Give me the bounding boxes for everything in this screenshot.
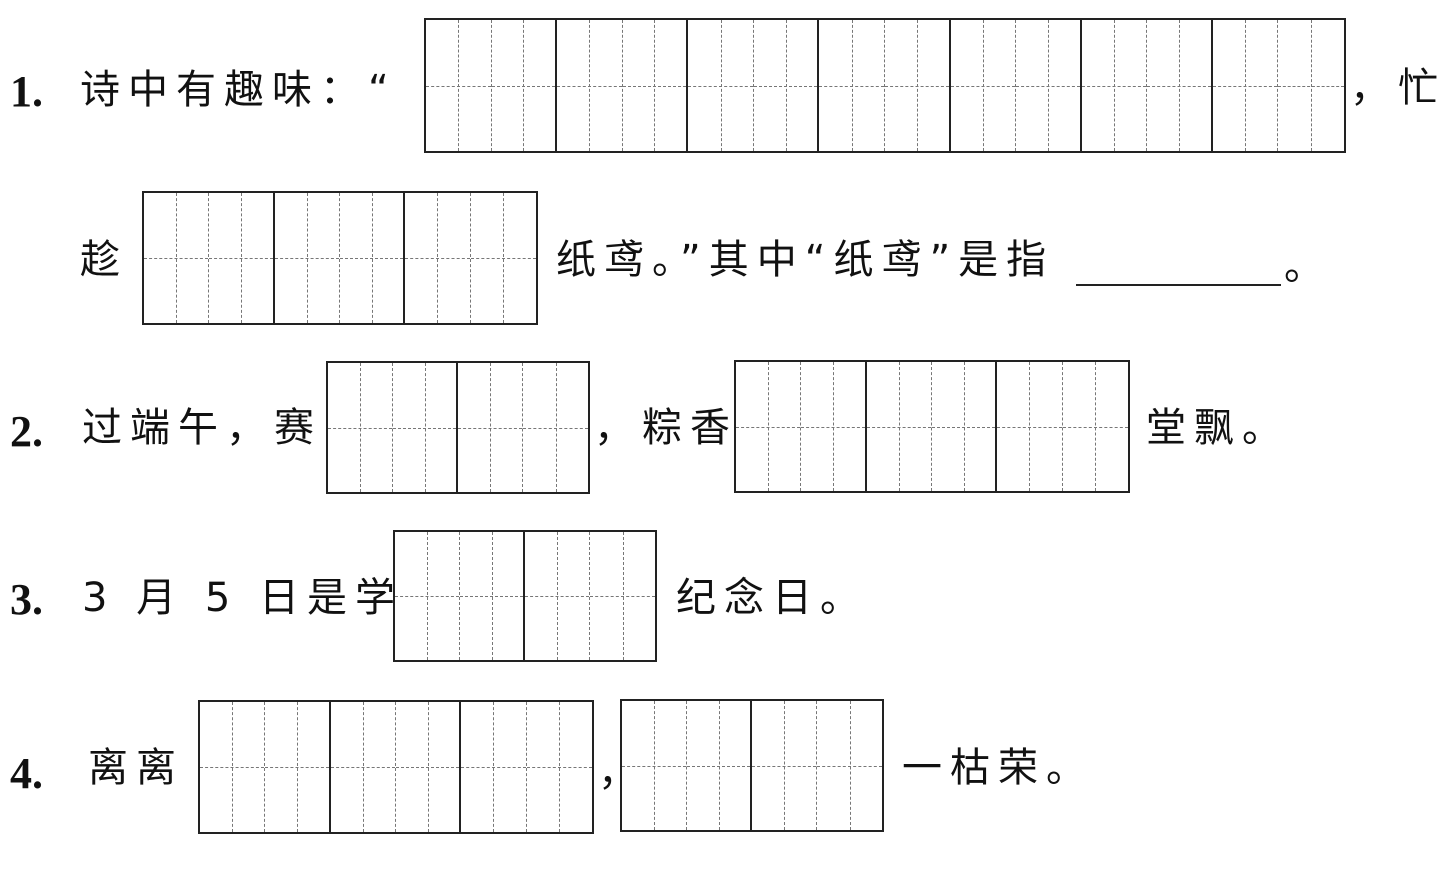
question-2-end-text: 堂飘。 bbox=[1146, 405, 1290, 451]
question-4-prompt: 离离 bbox=[88, 745, 184, 791]
grid-half-cell bbox=[1212, 20, 1279, 151]
question-1-answer-grid-b[interactable] bbox=[142, 191, 538, 325]
grid-half-cell bbox=[817, 701, 882, 830]
grid-half-cell bbox=[622, 701, 687, 830]
grid-half-cell bbox=[328, 363, 393, 492]
grid-half-cell bbox=[590, 532, 655, 660]
question-4-end-text: 一枯荣。 bbox=[902, 745, 1094, 791]
grid-half-cell bbox=[265, 702, 331, 832]
grid-half-cell bbox=[1147, 20, 1213, 151]
grid-half-cell bbox=[819, 20, 885, 151]
question-2-number: 2. bbox=[10, 407, 43, 456]
grid-half-cell bbox=[950, 20, 1017, 151]
grid-half-cell bbox=[866, 362, 932, 491]
grid-half-cell bbox=[339, 193, 406, 323]
question-1-number: 1. bbox=[10, 67, 43, 116]
question-4-answer-grid-a[interactable] bbox=[198, 700, 594, 834]
grid-half-cell bbox=[753, 20, 820, 151]
question-3-end-text: 纪念日。 bbox=[676, 575, 868, 621]
question-2-prompt: 过端午，赛 bbox=[82, 405, 322, 451]
grid-half-cell bbox=[688, 20, 754, 151]
grid-half-cell bbox=[461, 702, 527, 832]
question-1-line2-end: 。 bbox=[1284, 243, 1332, 289]
question-2-answer-grid-a[interactable] bbox=[326, 361, 590, 494]
question-3-answer-grid[interactable] bbox=[393, 530, 657, 662]
question-1-prompt: 诗中有趣味：“ bbox=[80, 67, 397, 113]
question-4-number: 4. bbox=[10, 749, 43, 798]
grid-half-cell bbox=[274, 193, 340, 323]
grid-half-cell bbox=[209, 193, 275, 323]
question-2-answer-grid-b[interactable] bbox=[734, 360, 1130, 493]
grid-half-cell bbox=[200, 702, 266, 832]
grid-half-cell bbox=[931, 362, 998, 491]
grid-half-cell bbox=[752, 701, 817, 830]
grid-half-cell bbox=[405, 193, 471, 323]
grid-half-cell bbox=[144, 193, 210, 323]
grid-half-cell bbox=[491, 20, 558, 151]
grid-half-cell bbox=[1278, 20, 1344, 151]
question-1-line1-end: ，忙 bbox=[1350, 65, 1442, 111]
question-4-mid-text: ， bbox=[598, 749, 646, 795]
grid-half-cell bbox=[395, 702, 462, 832]
grid-half-cell bbox=[736, 362, 802, 491]
grid-half-cell bbox=[526, 702, 593, 832]
grid-half-cell bbox=[997, 362, 1063, 491]
question-3-prompt: 3 月 5 日是学 bbox=[82, 575, 404, 621]
grid-half-cell bbox=[460, 532, 525, 660]
question-3-number: 3. bbox=[10, 575, 43, 624]
question-1-fill-blank[interactable] bbox=[1076, 284, 1281, 286]
grid-half-cell bbox=[687, 701, 752, 830]
question-2-mid-text: ，粽香 bbox=[594, 405, 738, 451]
grid-half-cell bbox=[470, 193, 537, 323]
grid-half-cell bbox=[395, 532, 460, 660]
grid-half-cell bbox=[525, 532, 590, 660]
grid-half-cell bbox=[622, 20, 689, 151]
question-4-answer-grid-b[interactable] bbox=[620, 699, 884, 832]
grid-half-cell bbox=[458, 363, 523, 492]
grid-half-cell bbox=[884, 20, 951, 151]
grid-half-cell bbox=[1081, 20, 1148, 151]
grid-half-cell bbox=[557, 20, 623, 151]
grid-half-cell bbox=[330, 702, 396, 832]
question-1-line2-start: 趁 bbox=[80, 237, 128, 283]
grid-half-cell bbox=[426, 20, 492, 151]
grid-half-cell bbox=[393, 363, 458, 492]
grid-half-cell bbox=[523, 363, 588, 492]
grid-half-cell bbox=[1016, 20, 1082, 151]
grid-half-cell bbox=[1062, 362, 1129, 491]
question-1-line2-text: 纸鸢。”其中“纸鸢”是指 bbox=[556, 237, 1055, 283]
grid-half-cell bbox=[801, 362, 867, 491]
question-1-answer-grid-a[interactable] bbox=[424, 18, 1346, 153]
